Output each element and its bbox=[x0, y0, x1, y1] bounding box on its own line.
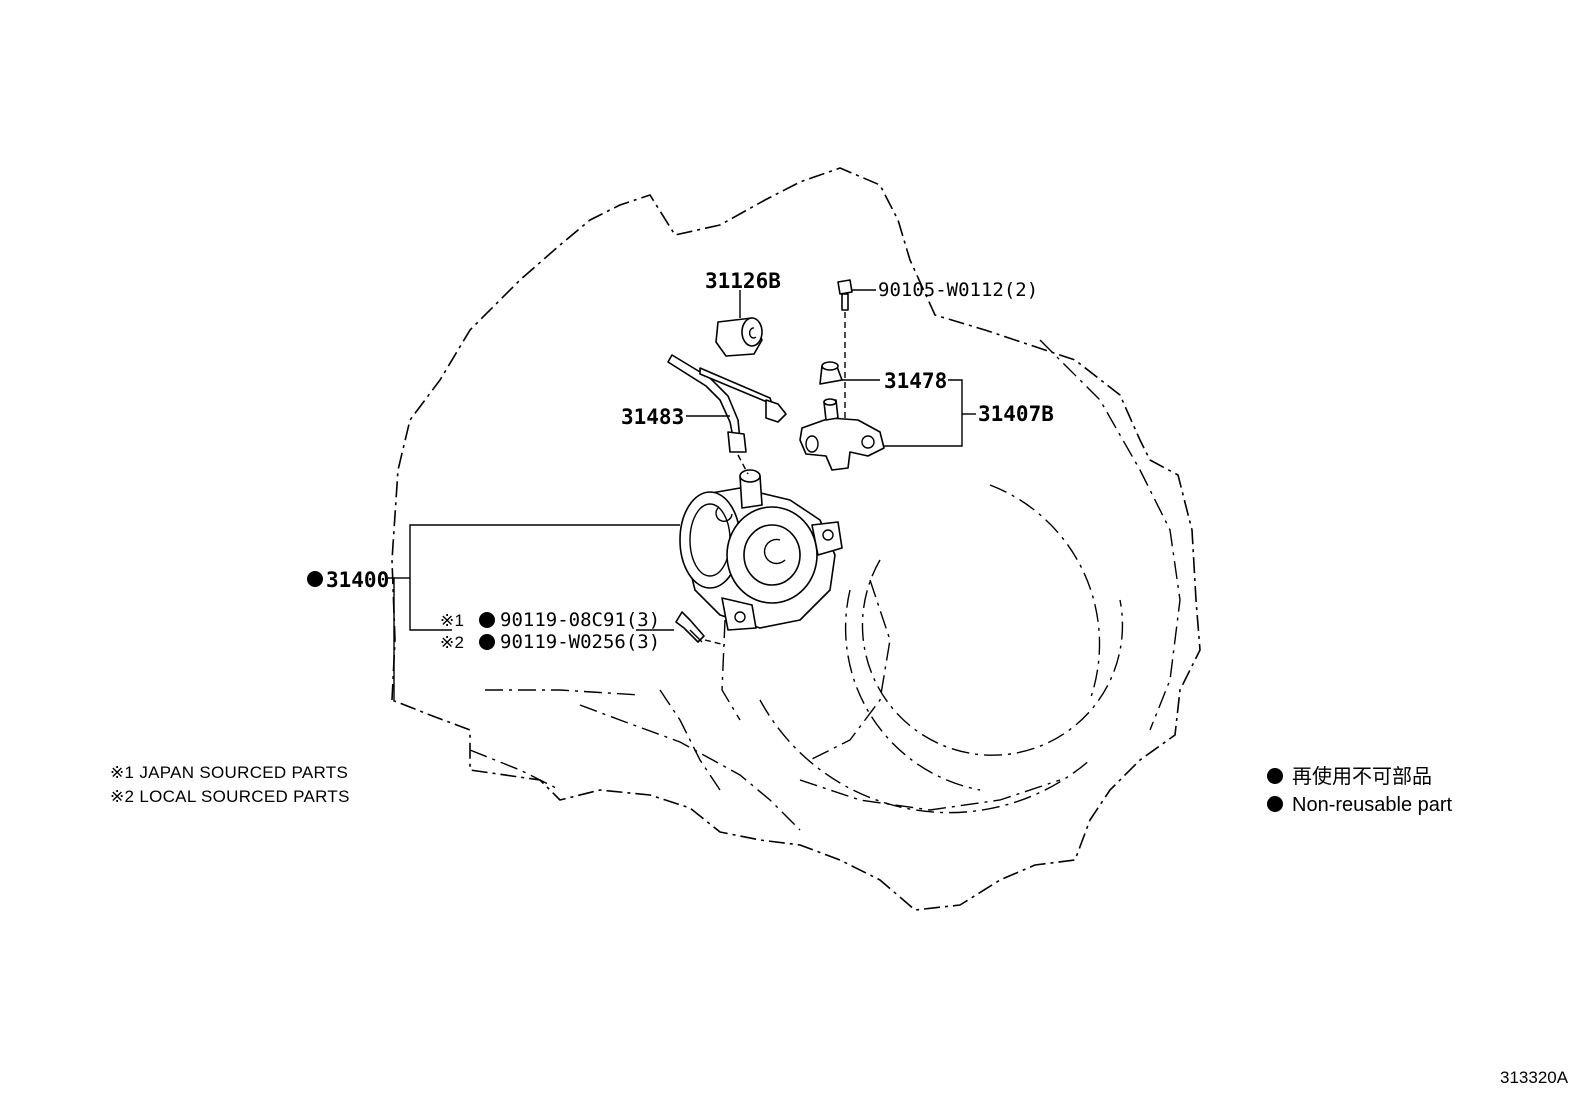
legend: 再使用不可部品 Non-reusable part bbox=[1267, 765, 1453, 816]
callout-31478: 31478 bbox=[884, 369, 947, 393]
pipe-31483-illustration bbox=[667, 354, 787, 475]
legend-text-jp: 再使用不可部品 bbox=[1292, 765, 1432, 788]
callout-90119-08C91: 90119-08C91(3) bbox=[500, 609, 660, 631]
transmission-housing-outline bbox=[391, 167, 1201, 911]
illustration-code: 313320A bbox=[1500, 1068, 1569, 1087]
legend-marker-jp bbox=[1267, 768, 1283, 784]
bolt-90105-illustration bbox=[837, 279, 853, 420]
release-cylinder-illustration bbox=[679, 469, 843, 631]
bracket-31407B-illustration bbox=[799, 398, 885, 471]
legend-text-en: Non-reusable part bbox=[1292, 794, 1453, 816]
callout-90105-W0112: 90105-W0112(2) bbox=[878, 279, 1038, 301]
grommet-31126B-illustration bbox=[715, 317, 763, 357]
leader-lines bbox=[388, 289, 976, 700]
cap-31478-illustration bbox=[819, 361, 843, 385]
bolt-90119-illustration bbox=[675, 611, 726, 646]
callout-31407B: 31407B bbox=[978, 402, 1054, 426]
callout-90119-W0256: 90119-W0256(3) bbox=[500, 631, 660, 653]
non-reusable-marker-90119-08C91 bbox=[479, 612, 495, 628]
callout-mark-1: ※1 bbox=[440, 611, 464, 630]
legend-marker-en bbox=[1267, 796, 1283, 812]
callout-31483: 31483 bbox=[621, 405, 684, 429]
non-reusable-marker-31400 bbox=[307, 571, 323, 587]
callout-mark-2: ※2 bbox=[440, 633, 464, 652]
callout-31126B: 31126B bbox=[705, 269, 781, 293]
note-local-sourced: ※2 LOCAL SOURCED PARTS bbox=[110, 787, 350, 806]
callout-31400: 31400 bbox=[326, 568, 389, 592]
non-reusable-marker-90119-W0256 bbox=[479, 634, 495, 650]
note-japan-sourced: ※1 JAPAN SOURCED PARTS bbox=[110, 763, 348, 782]
